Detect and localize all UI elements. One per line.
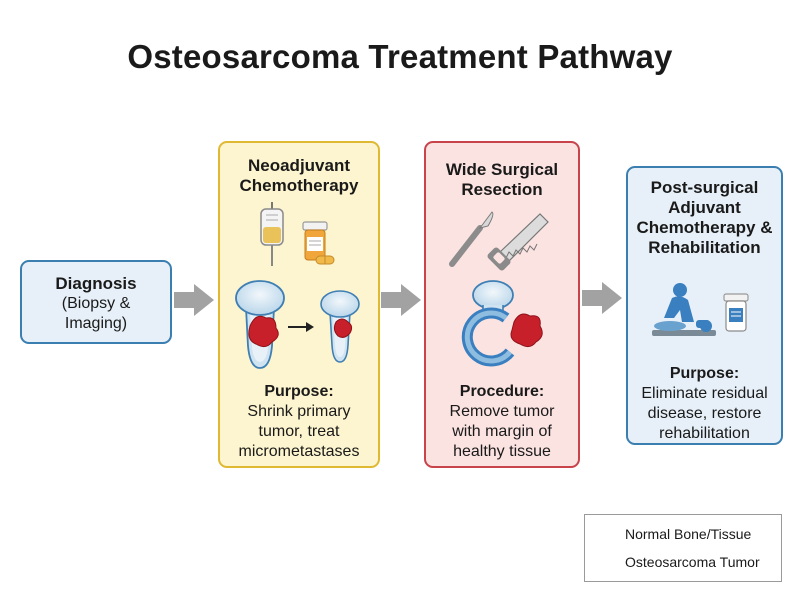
neoadjuvant-purpose: Purpose: Shrink primary tumor, treat mic… — [218, 382, 380, 462]
diagnosis-heading: Diagnosis — [55, 274, 137, 293]
purpose-line: rehabilitation — [659, 425, 750, 442]
heading-line: Post-surgical — [650, 178, 759, 197]
legend-item: Osteosarcoma Tumor — [625, 551, 760, 573]
page-title: Osteosarcoma Treatment Pathway — [127, 38, 673, 75]
iv-bag-icon — [260, 202, 284, 266]
diagnosis-line: (Biopsy & — [61, 295, 131, 312]
procedure-line: Remove tumor — [449, 403, 555, 420]
physiotherapy-icon — [652, 283, 716, 336]
surgery-procedure: Procedure: Remove tumor with margin of h… — [424, 382, 580, 462]
purpose-line: Shrink primary — [247, 403, 351, 420]
heading-line: Rehabilitation — [648, 238, 761, 257]
heading-line: Chemotherapy — [239, 176, 359, 195]
procedure-label: Procedure: — [459, 383, 545, 400]
diagnosis-box — [20, 260, 172, 344]
heading-line: Chemotherapy & — [636, 218, 773, 237]
heading-line: Resection — [461, 180, 543, 199]
purpose-line: tumor, treat — [258, 423, 340, 440]
procedure-line: healthy tissue — [453, 443, 551, 460]
diagnosis-line: Imaging) — [64, 315, 128, 332]
adjuvant-purpose: Purpose: Eliminate residual disease, res… — [626, 364, 783, 444]
diagnosis-text: Diagnosis (Biopsy & Imaging) — [20, 274, 172, 334]
surgery-heading: Wide Surgical Resection — [424, 160, 580, 200]
legend-label: Normal Bone/Tissue — [625, 526, 752, 542]
bone-saw-icon — [487, 213, 549, 271]
flow-arrow — [582, 282, 622, 314]
purpose-label: Purpose: — [669, 365, 740, 382]
bone-resected-icon — [461, 280, 515, 367]
pill-bottle-icon — [302, 221, 335, 265]
bone-tumor-icon — [235, 280, 285, 369]
procedure-line: with margin of — [452, 423, 552, 440]
purpose-label: Purpose: — [264, 383, 334, 400]
flow-arrow — [174, 284, 214, 316]
heading-line: Neoadjuvant — [247, 156, 351, 175]
flow-arrow — [381, 284, 421, 316]
heading-line: Adjuvant — [668, 198, 741, 217]
legend-label: Osteosarcoma Tumor — [625, 554, 760, 570]
neoadjuvant-heading: Neoadjuvant Chemotherapy — [218, 156, 380, 196]
purpose-line: micrometastases — [238, 443, 360, 460]
tumor-icon — [510, 313, 543, 348]
legend-item: Normal Bone/Tissue — [625, 523, 751, 545]
purpose-line: disease, restore — [647, 405, 762, 422]
scalpel-icon — [449, 211, 494, 267]
purpose-line: Eliminate residual — [641, 385, 768, 402]
adjuvant-box — [626, 166, 783, 445]
bone-small-tumor-icon — [320, 290, 360, 363]
adjuvant-heading: Post-surgical Adjuvant Chemotherapy & Re… — [626, 178, 783, 258]
arrow-right-icon — [288, 322, 314, 332]
legend: Normal Bone/Tissue Osteosarcoma Tumor — [584, 514, 782, 582]
pill-bottle-icon — [723, 293, 749, 332]
heading-line: Wide Surgical — [445, 160, 559, 179]
